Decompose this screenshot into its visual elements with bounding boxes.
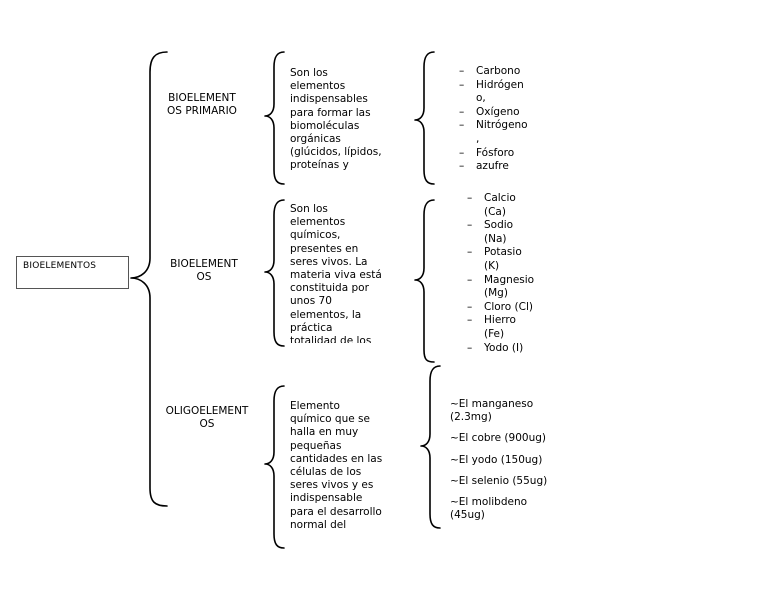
list-item: –Potasio(K) — [467, 246, 522, 272]
category-title-bioelementos: BIOELEMENT OS — [164, 258, 244, 284]
category-title-line: BIOELEMENT — [170, 258, 238, 270]
items-brace-2 — [414, 199, 435, 363]
list-item: –Magnesio(Mg) — [467, 273, 535, 300]
list-item: –Carbono — [459, 65, 521, 77]
list-item: ~El molibdeno (45ug) — [450, 496, 528, 522]
category-title-line: OLIGOELEMENT — [165, 405, 249, 417]
list-item: –Yodo (I) — [467, 341, 524, 354]
list-item: –Cloro (Cl) — [467, 300, 533, 313]
list-item: ~El manganeso (2.3mg) — [450, 398, 534, 424]
category-title-line: OS PRIMARIO — [167, 105, 237, 117]
root-label: BIOELEMENTOS — [23, 261, 97, 271]
desc-brace-2 — [264, 199, 285, 347]
items-list-bioelementos: –Calcio(Ca) –Sodio(Na) –Potasio(K) –Magn… — [467, 192, 557, 358]
desc-brace-3 — [264, 385, 285, 549]
main-brace — [130, 51, 168, 507]
description-oligoelementos: Elemento químico que se halla en muy peq… — [290, 400, 383, 531]
category-title-line: OS — [196, 271, 212, 283]
category-title-line: OS — [199, 418, 215, 430]
category-title-oligoelementos: OLIGOELEMENT OS — [160, 405, 254, 431]
items-brace-3 — [420, 365, 441, 529]
list-item: –Sodio(Na) — [467, 219, 514, 245]
list-item: ~El cobre (900ug) — [450, 432, 546, 445]
list-item: –azufre — [459, 160, 509, 173]
root-node: BIOELEMENTOS — [16, 256, 129, 289]
category-title-primario: BIOELEMENT OS PRIMARIO — [162, 92, 242, 118]
items-list-oligoelementos: ~El manganeso (2.3mg) ~El cobre (900ug) … — [450, 398, 560, 530]
category-title-line: BIOELEMENT — [168, 92, 236, 104]
list-item: –Oxígeno — [459, 105, 520, 118]
desc-brace-1 — [264, 51, 285, 185]
list-item: ~El yodo (150ug) — [450, 453, 543, 466]
list-item: –Fósforo — [459, 146, 515, 159]
description-bioelementos: Son los elementos químicos, presentes en… — [290, 203, 382, 343]
list-item: ~El selenio (55ug) — [450, 474, 548, 487]
items-brace-1 — [414, 51, 435, 185]
list-item: –Calcio(Ca) — [467, 192, 516, 218]
description-primario: Son los elementos indispensables para fo… — [290, 67, 382, 172]
list-item: –Hierro(Fe) — [467, 314, 516, 340]
list-item: –Nitrógeno, — [459, 119, 528, 145]
